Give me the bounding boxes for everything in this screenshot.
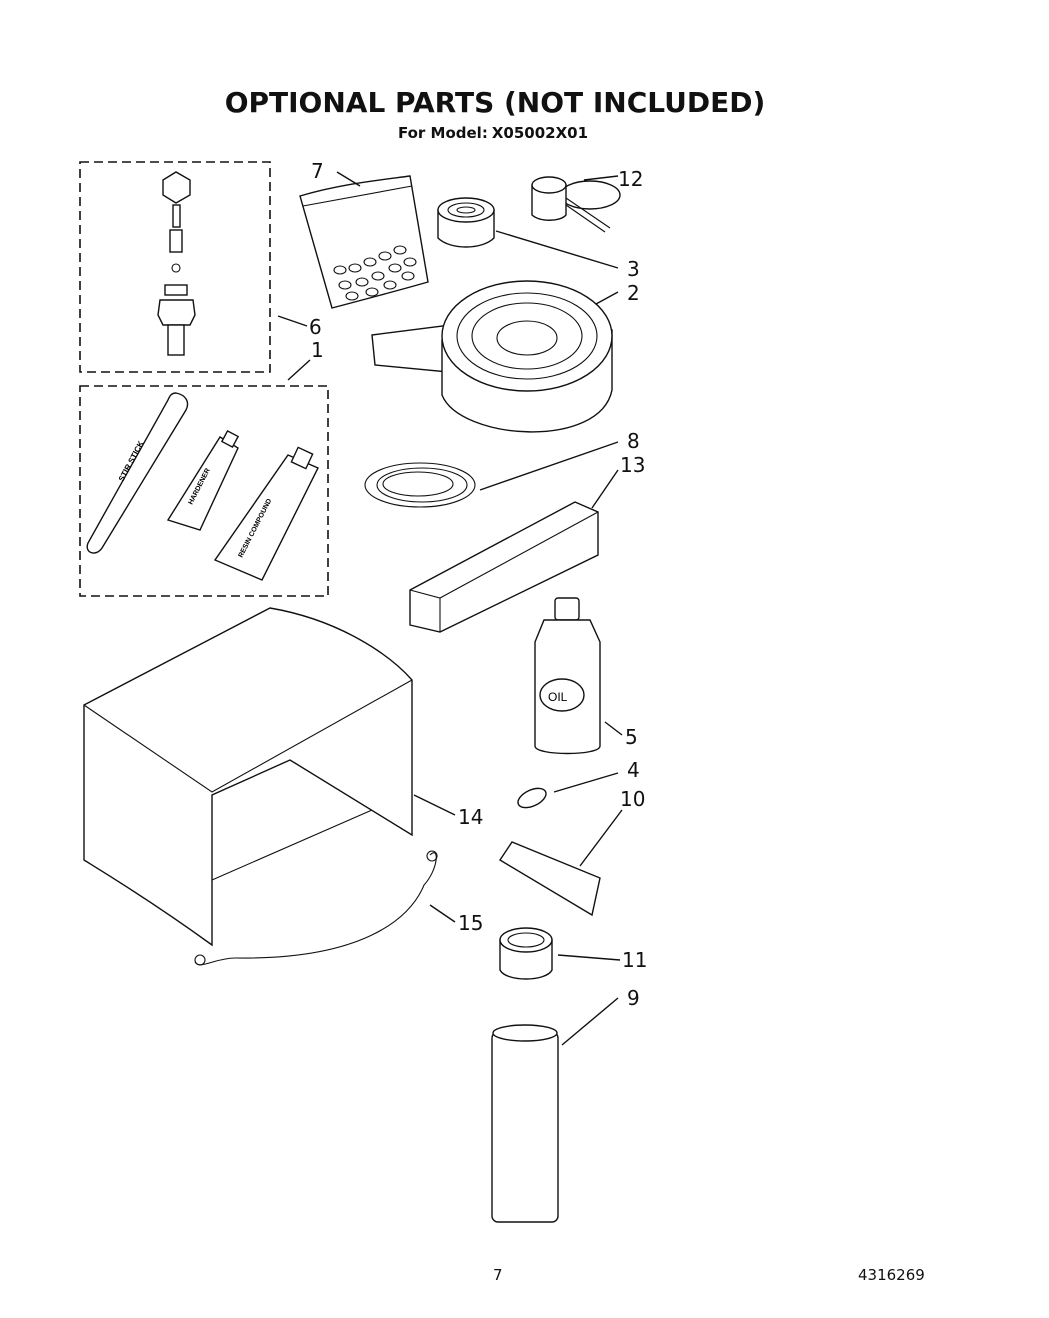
callout-6: 6 <box>309 315 322 339</box>
small-tape-roll-part <box>531 176 621 233</box>
callout-4: 4 <box>627 758 640 782</box>
tin-can-part <box>499 927 553 980</box>
model-label: For Model: <box>397 124 488 142</box>
insulation-tape-roll-part <box>371 280 613 433</box>
cover-part <box>83 607 413 947</box>
hardener-tube-part: HARDENER <box>166 429 240 531</box>
oil-bottle-part: OIL <box>534 597 601 755</box>
page-number: 7 <box>493 1266 503 1284</box>
callout-15: 15 <box>458 911 483 935</box>
callout-5: 5 <box>625 725 638 749</box>
callout-14: 14 <box>458 805 483 829</box>
o-ring-bag-part <box>299 175 429 309</box>
callout-8: 8 <box>627 429 640 453</box>
document-number: 4316269 <box>858 1266 925 1284</box>
resin-compound-tube-part: RESIN COMPOUND <box>213 446 319 581</box>
oil-label-text: OIL <box>548 690 568 704</box>
leader-lines <box>277 171 623 1046</box>
coiled-cord-part <box>364 462 476 508</box>
tape-coil-part <box>437 197 495 248</box>
callout-13: 13 <box>620 453 645 477</box>
callout-9: 9 <box>627 986 640 1010</box>
valve-assembly-part <box>157 171 196 356</box>
callout-labels: 7 12 3 2 6 1 8 13 5 4 10 14 15 11 9 <box>309 159 647 1010</box>
callout-12: 12 <box>618 167 643 191</box>
callout-11: 11 <box>622 948 647 972</box>
part-6-group-box <box>79 161 271 373</box>
foam-strip-part <box>409 501 599 633</box>
callout-2: 2 <box>627 281 640 305</box>
page-title: OPTIONAL PARTS (NOT INCLUDED) <box>224 86 766 119</box>
stir-stick-part: STIR STICK <box>86 392 189 554</box>
model-number: X05002X01 <box>491 124 589 142</box>
capsule-part <box>517 787 547 809</box>
spray-can-part <box>491 1024 559 1223</box>
model-subtitle: For Model:X05002X01 <box>0 124 990 142</box>
part-1-group-box <box>79 385 329 597</box>
callout-1: 1 <box>311 338 324 362</box>
hook-cord-part <box>194 850 438 966</box>
callout-10: 10 <box>620 787 645 811</box>
small-tube-part <box>499 841 601 917</box>
callout-3: 3 <box>627 257 640 281</box>
callout-7: 7 <box>311 159 324 183</box>
